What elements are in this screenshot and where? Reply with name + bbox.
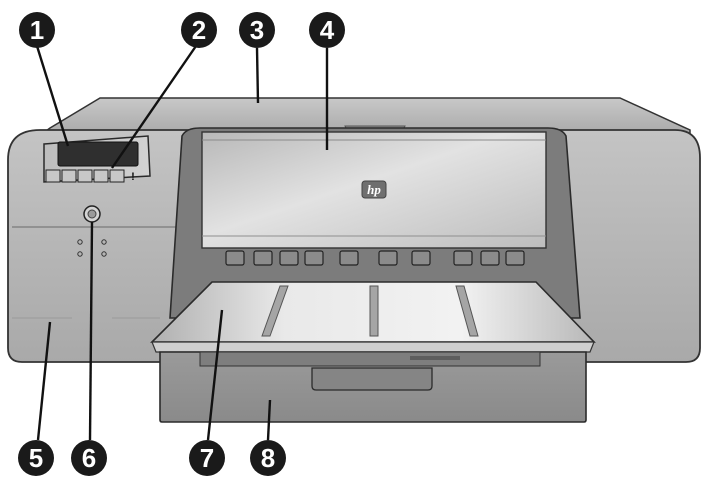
callout-8: 8 [250,440,286,476]
leader-line-1 [35,45,70,147]
callout-4: 4 [309,12,345,48]
callout-7: 7 [189,440,225,476]
main-tray-handle[interactable] [311,367,433,391]
svg-text:5: 5 [29,443,43,473]
cartridge-latch[interactable] [453,250,473,266]
callout-3: 3 [239,12,275,48]
cartridge-latch[interactable] [378,250,398,266]
leader-line-8 [266,399,272,441]
output-tray-lip [151,341,595,353]
cartridge-latch[interactable] [480,250,500,266]
leader-line-7 [206,309,224,441]
cartridge-latch[interactable] [505,250,525,266]
panel-button-5[interactable] [109,169,125,183]
cartridge-latch[interactable] [225,250,245,266]
svg-text:hp: hp [367,182,381,197]
leader-line-6 [88,221,94,441]
output-tray-guides [261,285,479,337]
svg-text:1: 1 [30,15,44,45]
cartridge-latch[interactable] [304,250,324,266]
leader-line-5 [36,321,52,441]
status-lights [77,239,107,257]
svg-text:3: 3 [250,15,264,45]
callout-1: 1 [19,12,55,48]
cartridge-latch[interactable] [279,250,299,266]
cartridge-latch[interactable] [253,250,273,266]
panel-button-1[interactable] [45,169,61,183]
hp-logo: hp [361,180,387,199]
cartridge-latch[interactable] [411,250,431,266]
power-button[interactable] [83,205,101,223]
svg-text:6: 6 [82,443,96,473]
cartridge-latch[interactable] [339,250,359,266]
panel-button-4[interactable] [93,169,109,183]
leader-line-3 [255,47,260,104]
svg-text:4: 4 [320,15,335,45]
callout-2: 2 [181,12,217,48]
svg-text:8: 8 [261,443,275,473]
callout-5: 5 [18,440,54,476]
panel-button-3[interactable] [77,169,93,183]
leader-lines [35,45,329,441]
svg-text:2: 2 [192,15,206,45]
main-tray-slot [199,351,541,367]
alert-indicator-icon: ! [131,171,135,183]
svg-text:7: 7 [200,443,214,473]
ink-cartridge-latches [225,250,525,266]
callout-6: 6 [71,440,107,476]
panel-button-2[interactable] [61,169,77,183]
control-panel: ! [43,135,151,183]
leader-line-2 [111,45,197,169]
